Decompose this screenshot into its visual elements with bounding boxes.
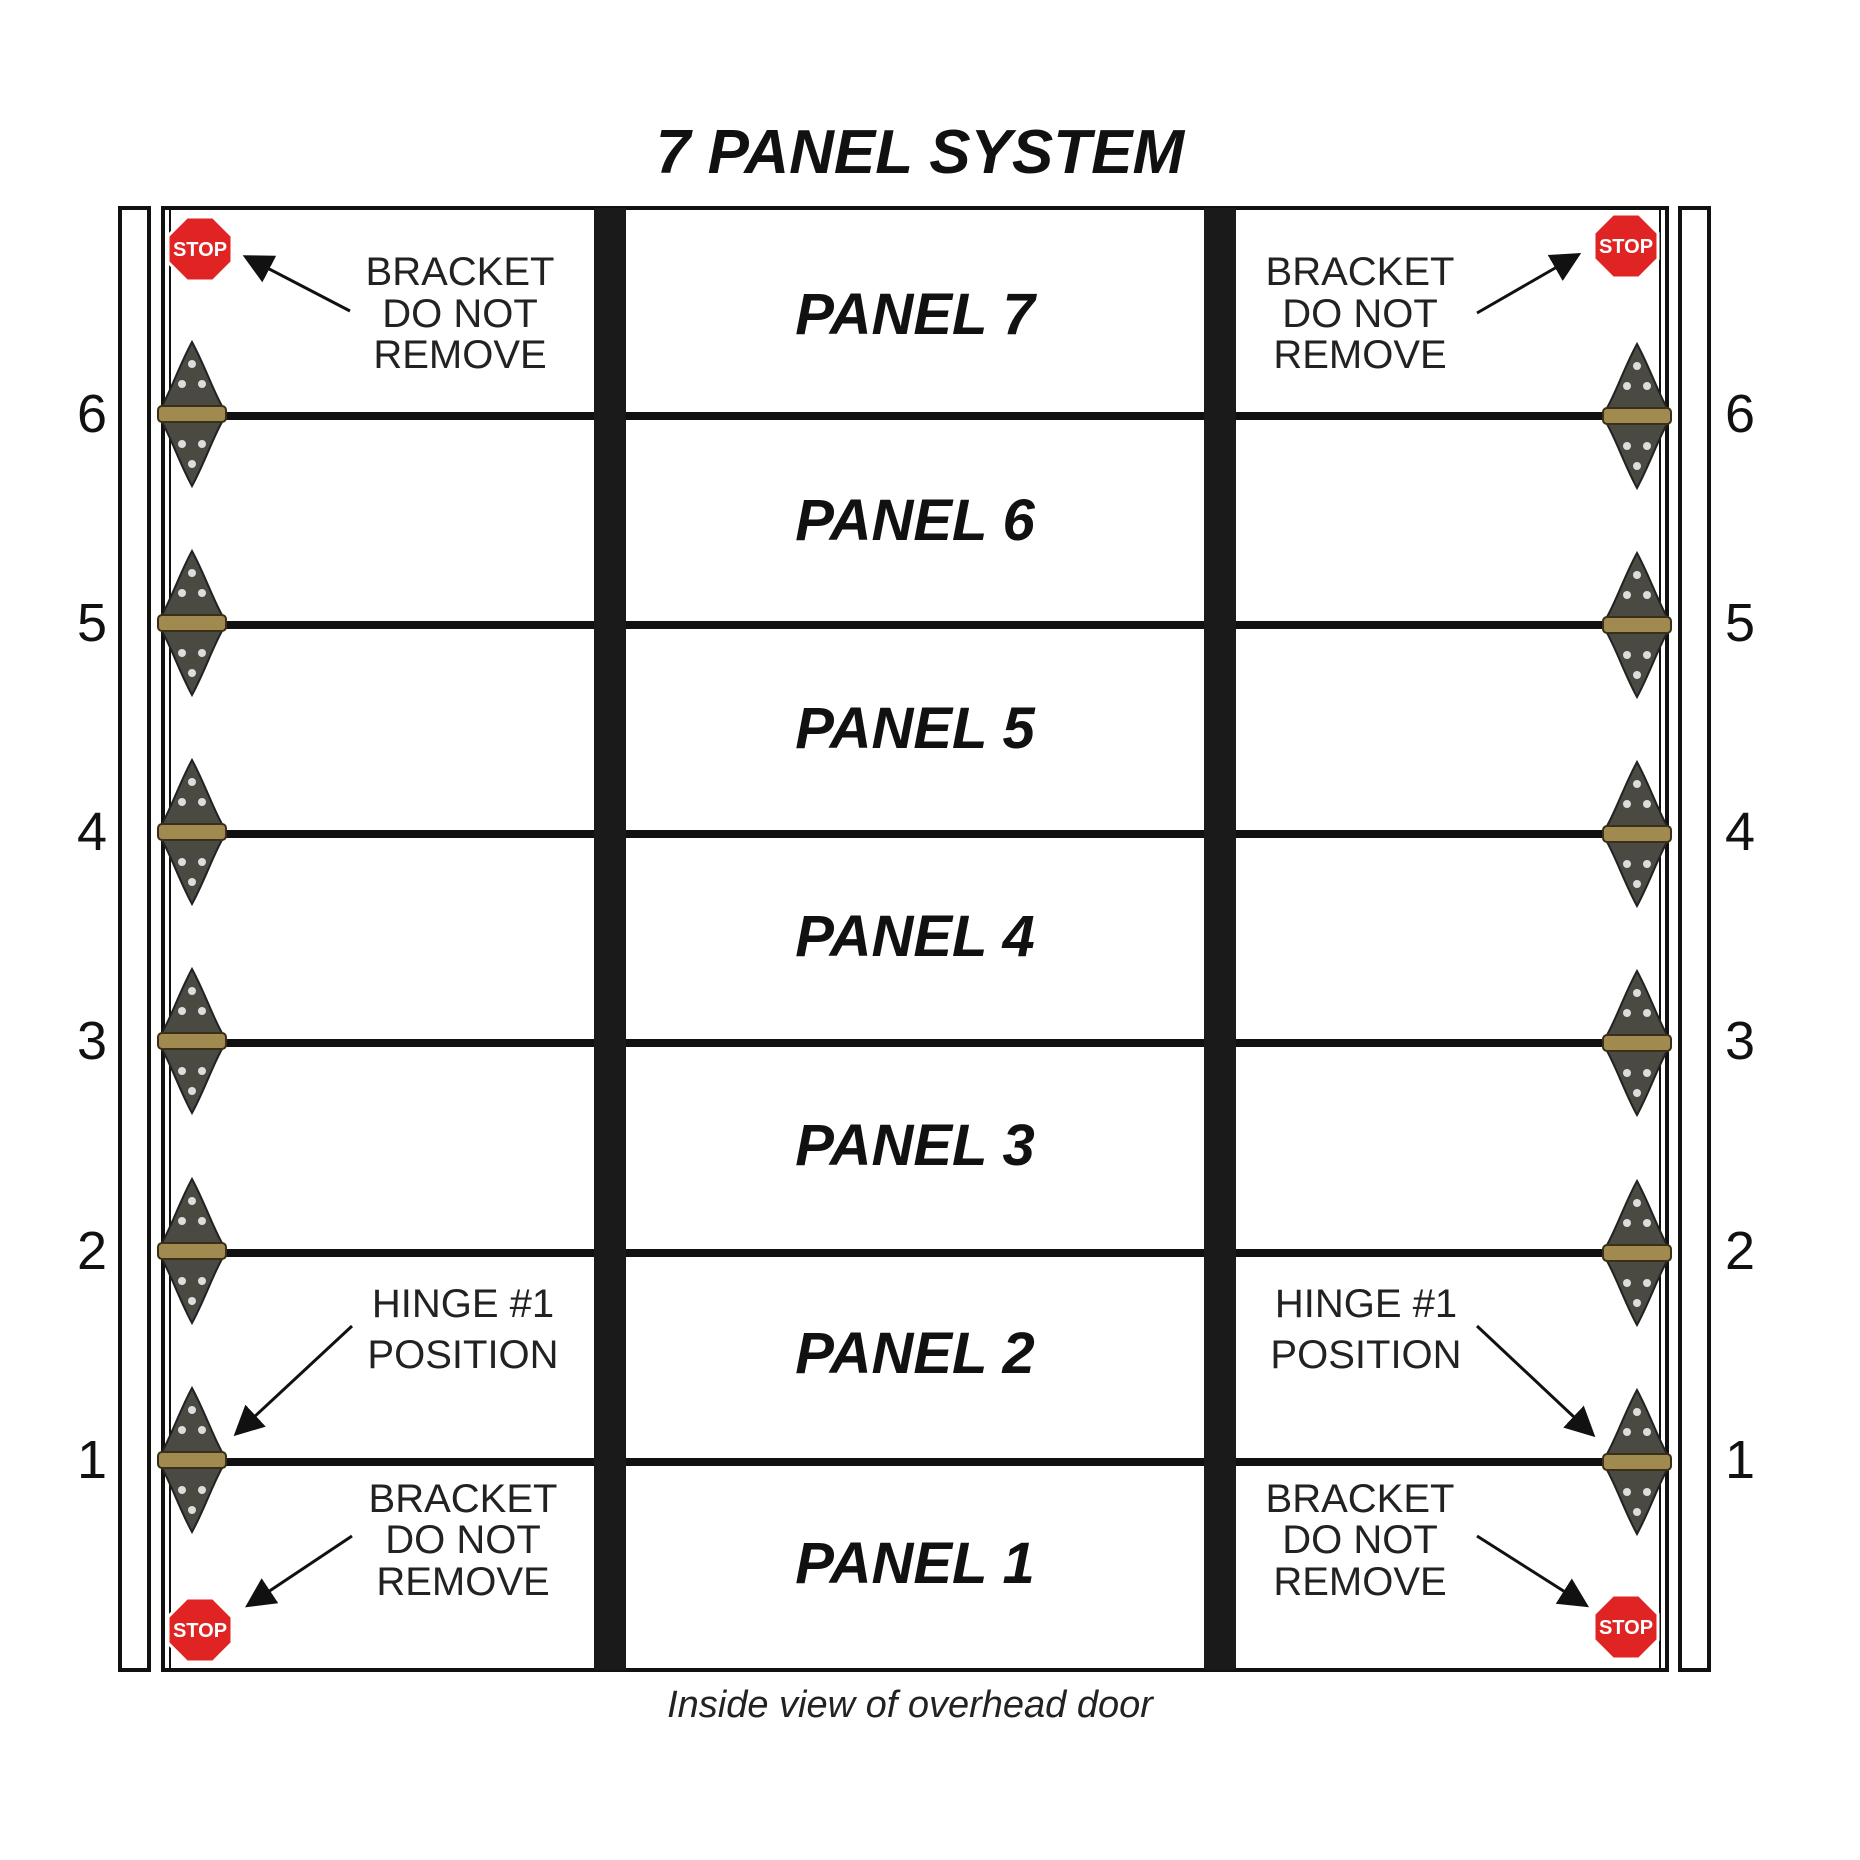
hinge-numbers-left: 6 5 4 3 2 1 — [77, 384, 107, 1490]
panel-label: PANEL 5 — [795, 696, 1035, 761]
note-line: DO NOT — [385, 1518, 541, 1562]
right-stile — [1204, 208, 1236, 1670]
stop-sign-text: STOP — [173, 239, 227, 261]
panel-label: PANEL 3 — [795, 1113, 1035, 1178]
door-frame — [161, 206, 1669, 1672]
arrow-icon — [1475, 1324, 1596, 1438]
bracket-note-bottom-right: BRACKET DO NOT REMOVE — [1266, 1477, 1455, 1604]
hinge-number: 1 — [77, 1430, 107, 1490]
note-line: HINGE #1 — [1275, 1282, 1457, 1326]
arrow-icon — [245, 1534, 353, 1608]
hinge-number: 2 — [77, 1221, 107, 1281]
hinge1-note-left: HINGE #1 POSITION — [367, 1282, 558, 1377]
panel-label: PANEL 4 — [795, 904, 1035, 969]
hinge-numbers-right: 6 5 4 3 2 1 — [1725, 384, 1755, 1490]
note-line: POSITION — [367, 1333, 558, 1377]
panel-label: PANEL 2 — [795, 1321, 1035, 1386]
note-line: POSITION — [1270, 1333, 1461, 1377]
arrow-icon — [1476, 253, 1582, 315]
arrow-icon — [1476, 1534, 1590, 1608]
note-line: DO NOT — [1282, 1518, 1438, 1562]
panel-labels: PANEL 7 PANEL 6 PANEL 5 PANEL 4 PANEL 3 … — [795, 282, 1037, 1596]
note-line: DO NOT — [1282, 292, 1438, 336]
stop-sign-text: STOP — [173, 1620, 227, 1642]
hinge-number: 3 — [1725, 1011, 1755, 1071]
panel-label: PANEL 7 — [795, 282, 1037, 347]
arrow-icon — [242, 255, 351, 313]
panel-seams — [165, 412, 1665, 1466]
stop-sign-text: STOP — [1599, 1617, 1653, 1639]
hinge-number: 3 — [77, 1011, 107, 1071]
hinge-number: 4 — [1725, 802, 1755, 862]
bracket-note-top-left: BRACKET DO NOT REMOVE — [366, 250, 555, 377]
diagram-caption: Inside view of overhead door — [667, 1684, 1154, 1726]
stop-sign-icon: STOP — [1592, 212, 1660, 280]
arrow-icon — [233, 1324, 354, 1437]
left-stile — [594, 208, 626, 1670]
stop-sign-icon: STOP — [166, 215, 234, 283]
hinge-number: 6 — [1725, 384, 1755, 444]
hinge-number: 6 — [77, 384, 107, 444]
hinge-number: 1 — [1725, 1430, 1755, 1490]
hinge-number: 5 — [77, 593, 107, 653]
stop-sign-text: STOP — [1599, 236, 1653, 258]
note-line: REMOVE — [1273, 333, 1446, 377]
note-line: DO NOT — [382, 292, 538, 336]
note-line: BRACKET — [1266, 250, 1455, 294]
bracket-note-bottom-left: BRACKET DO NOT REMOVE — [369, 1477, 558, 1604]
panel-label: PANEL 6 — [795, 488, 1035, 553]
note-line: BRACKET — [366, 250, 555, 294]
stop-sign-icon: STOP — [1592, 1593, 1660, 1661]
stop-sign-icon: STOP — [166, 1596, 234, 1664]
diagram-title: 7 PANEL SYSTEM — [656, 118, 1186, 187]
note-line: REMOVE — [373, 333, 546, 377]
hinge1-note-right: HINGE #1 POSITION — [1270, 1282, 1461, 1377]
bracket-note-top-right: BRACKET DO NOT REMOVE — [1266, 250, 1455, 377]
note-line: HINGE #1 — [372, 1282, 554, 1326]
note-line: BRACKET — [1266, 1477, 1455, 1521]
hinge-number: 4 — [77, 802, 107, 862]
note-line: REMOVE — [1273, 1560, 1446, 1604]
panel-label: PANEL 1 — [795, 1531, 1035, 1596]
note-line: REMOVE — [376, 1560, 549, 1604]
right-track — [1678, 206, 1711, 1672]
note-line: BRACKET — [369, 1477, 558, 1521]
left-track — [118, 206, 151, 1672]
hinge-number: 5 — [1725, 593, 1755, 653]
hinge-number: 2 — [1725, 1221, 1755, 1281]
